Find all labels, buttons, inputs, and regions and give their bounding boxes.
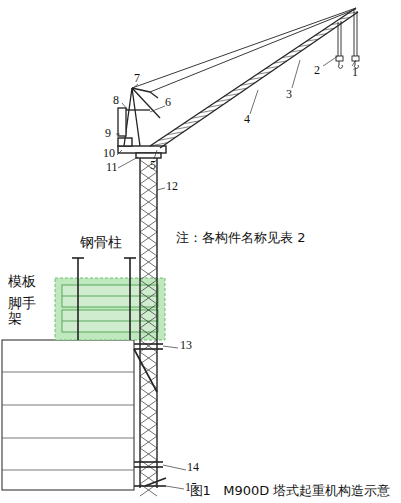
callout-number: 1	[352, 66, 358, 79]
callout-number: 7	[134, 72, 140, 85]
building	[2, 340, 134, 490]
climbing-frame	[134, 344, 166, 486]
figure-caption: 图1 M900D 塔式起重机构造示意	[190, 484, 391, 498]
scaffold-zone	[55, 278, 165, 340]
part-name: 钢骨柱	[80, 235, 122, 250]
tower-mast	[140, 158, 157, 488]
part-name: 脚手架	[8, 296, 38, 327]
part-name: 模板	[8, 274, 36, 289]
callout-number: 3	[286, 88, 292, 101]
callout-number: 12	[166, 180, 178, 193]
callout-number: 6	[165, 96, 171, 109]
steel-column	[72, 258, 136, 340]
callout-number: 2	[314, 64, 320, 77]
note-text: 注：各构件名称见表 2	[176, 231, 305, 245]
callout-number: 10	[103, 147, 115, 160]
jib	[150, 8, 358, 148]
callout-number: 9	[105, 127, 111, 140]
callout-number: 8	[113, 94, 119, 107]
luffing-rope	[132, 8, 356, 92]
callout-number: 5	[150, 159, 156, 172]
callout-number: 4	[244, 113, 250, 126]
callout-number: 14	[187, 461, 199, 474]
leader-line	[116, 56, 356, 489]
a-frame	[118, 88, 160, 146]
callout-number: 11	[106, 161, 118, 174]
hoist-rope	[336, 10, 359, 68]
callout-number: 13	[180, 339, 192, 352]
